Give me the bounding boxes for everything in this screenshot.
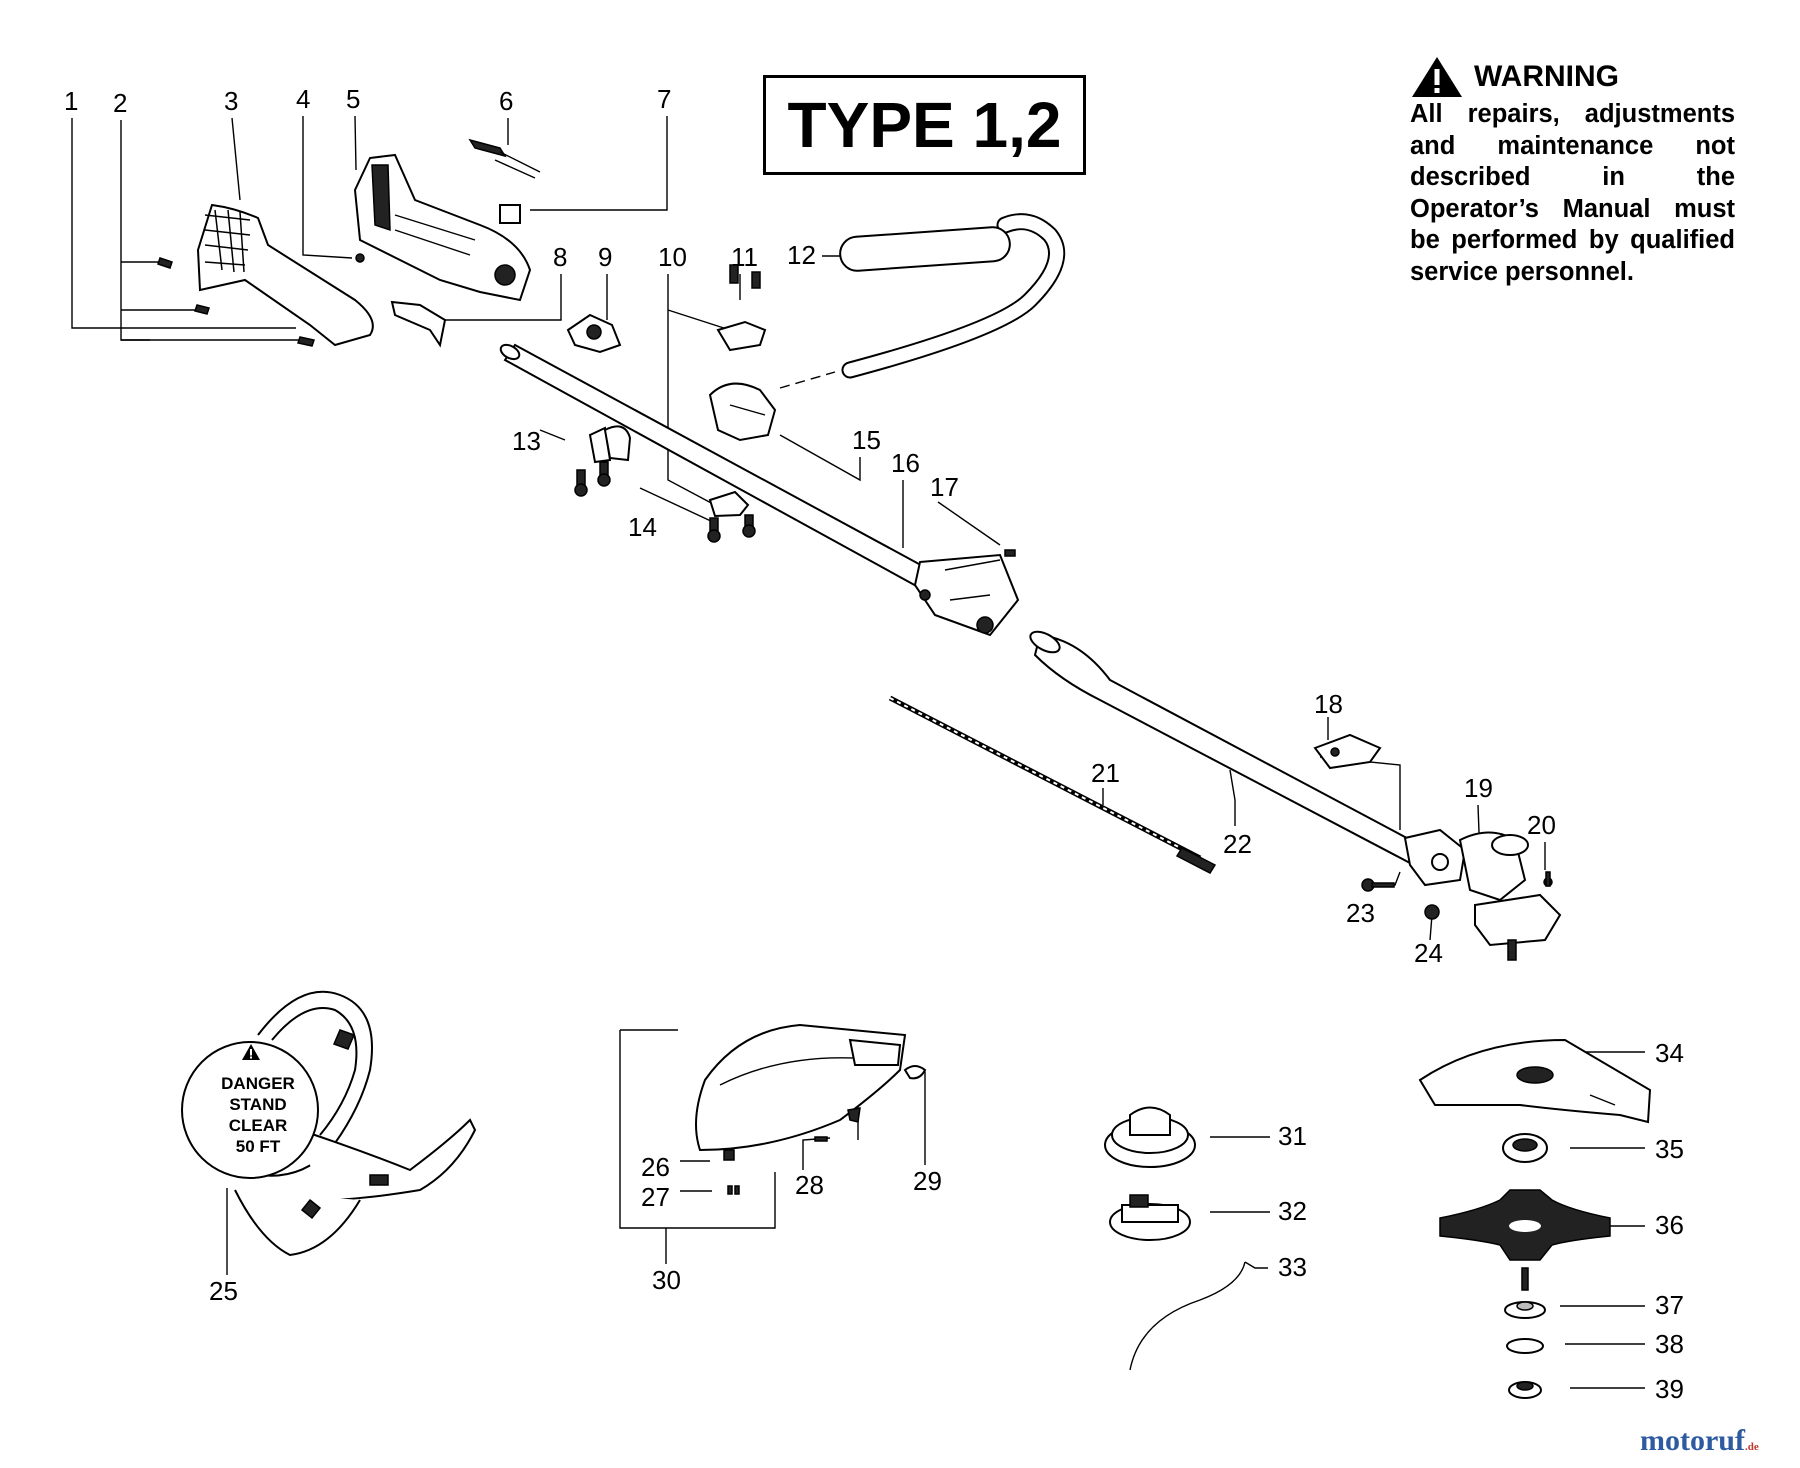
handle-clamp xyxy=(566,313,622,354)
type-label: TYPE 1,2 xyxy=(763,75,1086,175)
screws-head xyxy=(1361,878,1440,920)
callout-6: 6 xyxy=(499,86,513,116)
callout-8: 8 xyxy=(553,242,567,272)
danger-line-2: STAND xyxy=(229,1095,287,1114)
throttle-trigger xyxy=(390,300,447,348)
callout-10: 10 xyxy=(658,242,687,272)
watermark-logo: motoruf.de xyxy=(1640,1424,1759,1458)
callout-38: 38 xyxy=(1655,1329,1684,1359)
danger-triangle-icon xyxy=(242,1044,260,1060)
drive-shaft xyxy=(888,695,1217,874)
grass-shield xyxy=(695,1023,927,1195)
callout-17: 17 xyxy=(930,472,959,502)
callout-16: 16 xyxy=(891,448,920,478)
callout-18: 18 xyxy=(1314,689,1343,719)
warning-title: WARNING xyxy=(1474,60,1619,93)
throttle-housing-left xyxy=(196,203,374,347)
watermark-name: motoruf xyxy=(1640,1424,1745,1457)
bracket-top xyxy=(716,264,767,352)
blade-guard xyxy=(1418,1038,1652,1124)
callout-14: 14 xyxy=(628,512,657,542)
callout-7: 7 xyxy=(657,84,671,114)
callout-29: 29 xyxy=(913,1166,942,1196)
blade-parts xyxy=(1439,1133,1611,1399)
callout-23: 23 xyxy=(1346,898,1375,928)
danger-decal: DANGER STAND CLEAR 50 FT xyxy=(198,1073,318,1157)
callout-24: 24 xyxy=(1414,938,1443,968)
callout-36: 36 xyxy=(1655,1210,1684,1240)
callout-28: 28 xyxy=(795,1170,824,1200)
shield-bracket xyxy=(1313,733,1382,770)
danger-line-1: DANGER xyxy=(221,1074,295,1093)
callout-15: 15 xyxy=(852,425,881,455)
callout-33: 33 xyxy=(1278,1252,1307,1282)
warning-notice: WARNING All repairs, adjustments and mai… xyxy=(1410,55,1735,288)
screws-top xyxy=(157,253,365,347)
upper-shaft xyxy=(499,343,1020,637)
callout-27: 27 xyxy=(641,1182,670,1212)
callout-3: 3 xyxy=(224,86,238,116)
callout-35: 35 xyxy=(1655,1134,1684,1164)
throttle-cable xyxy=(468,138,541,179)
callout-labels: 1 2 3 4 5 6 7 8 9 10 11 12 13 14 15 16 1… xyxy=(64,84,1684,1404)
trimmer-head xyxy=(1104,1106,1246,1371)
callout-30: 30 xyxy=(652,1265,681,1295)
watermark-suffix: .de xyxy=(1744,1441,1759,1453)
callout-20: 20 xyxy=(1527,810,1556,840)
harness-strap xyxy=(181,990,477,1257)
warning-header: WARNING xyxy=(1410,55,1735,99)
callout-4: 4 xyxy=(296,84,310,114)
danger-line-4: 50 FT xyxy=(235,1137,281,1156)
callout-32: 32 xyxy=(1278,1196,1307,1226)
gear-head xyxy=(1403,828,1562,961)
callout-22: 22 xyxy=(1223,829,1252,859)
callout-13: 13 xyxy=(512,426,541,456)
callout-5: 5 xyxy=(346,84,360,114)
callout-19: 19 xyxy=(1464,773,1493,803)
callout-21: 21 xyxy=(1091,758,1120,788)
callout-37: 37 xyxy=(1655,1290,1684,1320)
callout-39: 39 xyxy=(1655,1374,1684,1404)
callout-34: 34 xyxy=(1655,1038,1684,1068)
warning-triangle-icon xyxy=(1412,57,1462,97)
warning-body: All repairs, adjustments and maintenance… xyxy=(1410,100,1735,286)
stop-switch xyxy=(499,204,521,224)
callout-2: 2 xyxy=(113,88,127,118)
callout-25: 25 xyxy=(209,1276,238,1306)
callout-31: 31 xyxy=(1278,1121,1307,1151)
loop-handle xyxy=(779,213,1066,389)
callout-12: 12 xyxy=(787,240,816,270)
handle-clamp-lower xyxy=(588,382,777,464)
screws-clamp xyxy=(574,461,756,543)
throttle-housing-right xyxy=(353,153,532,302)
danger-line-3: CLEAR xyxy=(228,1116,288,1135)
callout-26: 26 xyxy=(641,1152,670,1182)
callout-1: 1 xyxy=(64,86,78,116)
callout-9: 9 xyxy=(598,242,612,272)
